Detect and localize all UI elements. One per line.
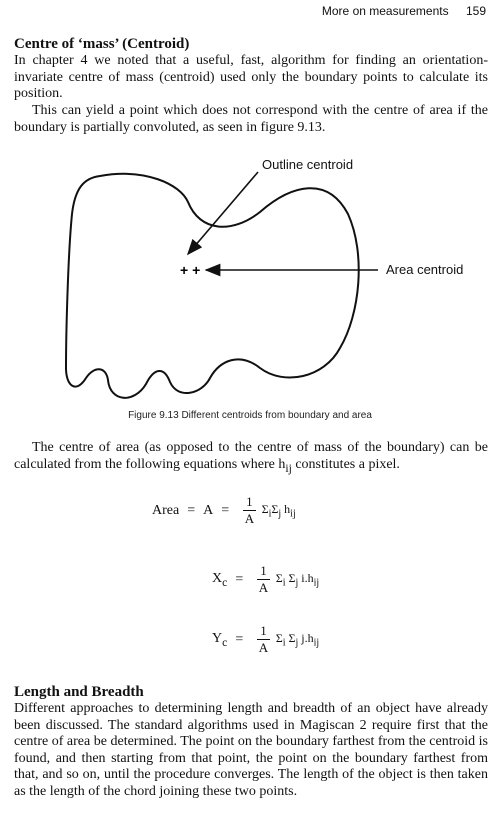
symbol: Y: [212, 630, 223, 646]
equation-area: Area = A = 1 A ΣiΣj hij: [152, 494, 296, 527]
denominator: A: [258, 640, 269, 655]
equals-sign: =: [221, 502, 230, 518]
paragraph-length-breadth: Different approaches to determining leng…: [14, 701, 488, 799]
paragraph-text: The centre of area (as opposed to the ce…: [14, 440, 488, 472]
section-heading-centroid: Centre of ‘mass’ (Centroid): [14, 36, 190, 52]
equals-sign: =: [235, 631, 244, 647]
denominator: A: [244, 511, 255, 526]
sum-expression: Σi Σj j.hij: [276, 631, 319, 648]
sigma: Σ: [285, 570, 296, 585]
sub: j: [278, 508, 282, 520]
sub: ij: [313, 577, 320, 589]
paragraph-convoluted-boundary: This can yield a point which does not co…: [14, 103, 488, 135]
sum-expression: Σi Σj i.hij: [276, 571, 319, 588]
page-number: 159: [465, 4, 486, 18]
paragraph-centroid-intro: In chapter 4 we noted that a useful, fas…: [14, 53, 488, 101]
term: j.h: [298, 630, 314, 645]
sub: c: [222, 635, 228, 649]
sigma: Σ: [275, 630, 283, 645]
numerator: 1: [257, 563, 270, 580]
sub: i: [268, 508, 272, 520]
centroid-markers: + +: [180, 262, 200, 278]
sum-expression: ΣiΣj hij: [262, 502, 296, 519]
sub: i: [282, 577, 286, 589]
running-header: More on measurements 159: [322, 4, 486, 18]
term: h: [281, 501, 291, 516]
fraction: 1 A: [257, 623, 270, 656]
running-title: More on measurements: [321, 4, 449, 18]
paragraph-text-end: constitutes a pixel.: [291, 456, 400, 472]
equation-xc: Xc = 1 A Σi Σj i.hij: [212, 563, 319, 596]
sigma: Σ: [275, 570, 283, 585]
section-heading-length-breadth: Length and Breadth: [14, 684, 144, 700]
boundary-outline: [64, 172, 360, 399]
sub: j: [295, 637, 299, 649]
equals-sign: =: [235, 571, 244, 587]
sub: i: [282, 637, 286, 649]
paragraph-centre-of-area: The centre of area (as opposed to the ce…: [14, 440, 488, 477]
equals-sign: =: [187, 502, 196, 518]
subscript-ij: ij: [285, 461, 292, 475]
denominator: A: [258, 580, 269, 595]
sigma: Σ: [261, 501, 269, 516]
label-outline-centroid: Outline centroid: [262, 157, 354, 172]
sub: j: [295, 577, 299, 589]
numerator: 1: [257, 623, 270, 640]
eq-yc-lhs: Yc: [212, 631, 227, 649]
outline-centroid-arrow: [186, 171, 259, 256]
equation-yc: Yc = 1 A Σi Σj j.hij: [212, 623, 319, 656]
sub: ij: [313, 637, 320, 649]
eq-xc-lhs: Xc: [212, 571, 227, 589]
fraction: 1 A: [257, 563, 270, 596]
sub: c: [222, 575, 228, 589]
label-area-centroid: Area centroid: [386, 262, 464, 277]
eq-area-mid: A: [203, 502, 214, 518]
numerator: 1: [243, 494, 256, 511]
sub: ij: [290, 508, 296, 520]
figure-caption: Figure 9.13 Different centroids from bou…: [128, 410, 372, 421]
sigma: Σ: [271, 501, 279, 516]
term: i.h: [298, 570, 314, 585]
fraction: 1 A: [243, 494, 256, 527]
sigma: Σ: [285, 630, 296, 645]
eq-area-lhs: Area: [152, 502, 180, 518]
symbol: X: [212, 570, 223, 586]
figure-9-13-diagram: + +: [64, 171, 378, 399]
